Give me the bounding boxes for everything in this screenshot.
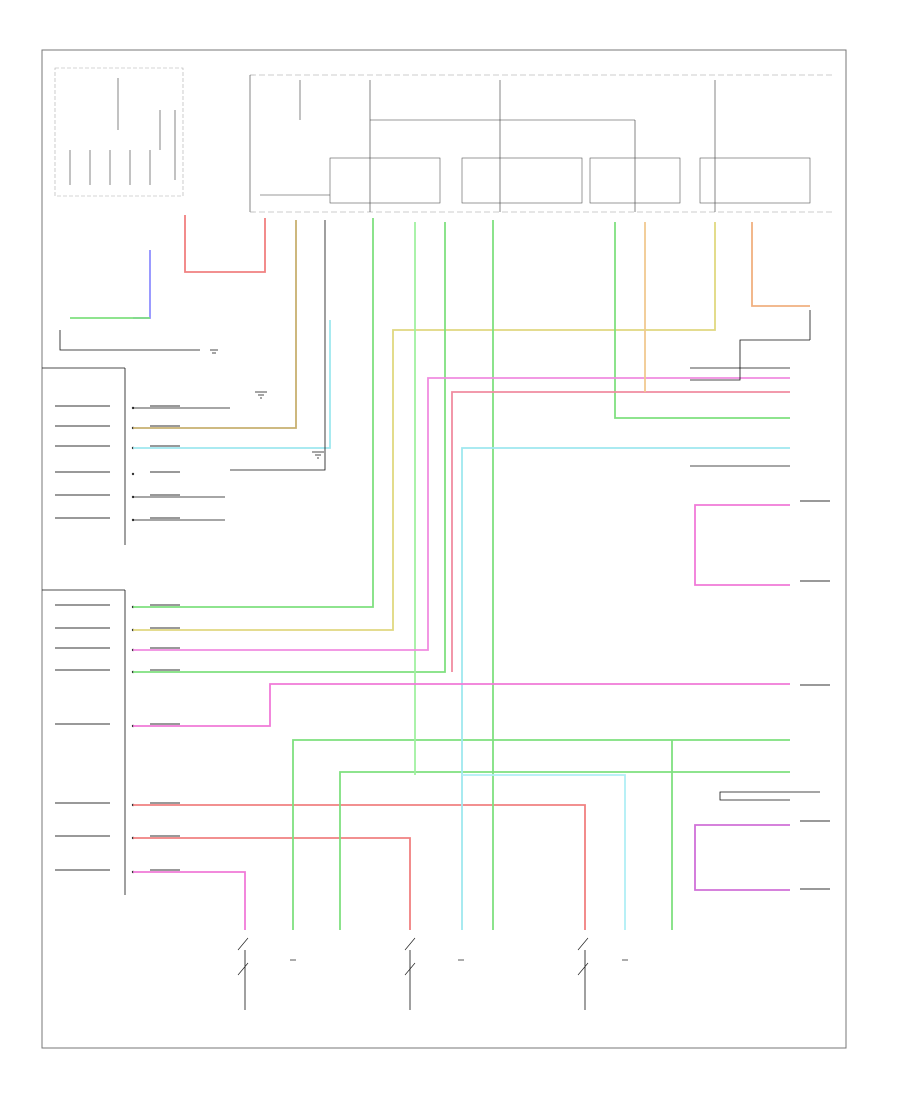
wire-pink-4 [133,871,246,930]
label-ticks [55,405,830,890]
wire-pink-3 [451,391,790,672]
ecu-upper [42,367,126,545]
wire-magenta-2 [694,824,790,891]
wire-green-1 [133,218,374,608]
ecu-lower [42,589,126,895]
wire-tan-1 [133,220,297,429]
black-wires [59,220,820,1010]
wire-red-3 [133,837,411,930]
wire-pink-1 [133,377,790,651]
wire-cyan-1 [133,320,331,449]
bottom-switches [237,937,628,976]
wire-magenta-1 [694,504,790,586]
upper-module-box [249,74,835,213]
wire-cyan-3 [462,774,626,930]
wire-green-5 [292,739,790,930]
wire-red-2 [133,804,586,930]
wire-green-3 [614,222,790,419]
wire-cyan-2 [461,447,790,930]
wire-orange-1 [751,222,810,307]
wire-blue-1 [133,250,151,319]
diagram-frame [41,49,847,1049]
wire-green-6 [339,771,790,930]
fuse-box-left [54,67,184,197]
wire-green-2 [133,222,446,673]
ground-symbols [210,349,324,459]
wire-red-1 [184,215,266,273]
ecu-pin-markers [131,406,135,874]
wire-pink-2 [133,683,790,727]
wire-tan-2 [133,222,716,631]
relay-group [329,157,811,204]
